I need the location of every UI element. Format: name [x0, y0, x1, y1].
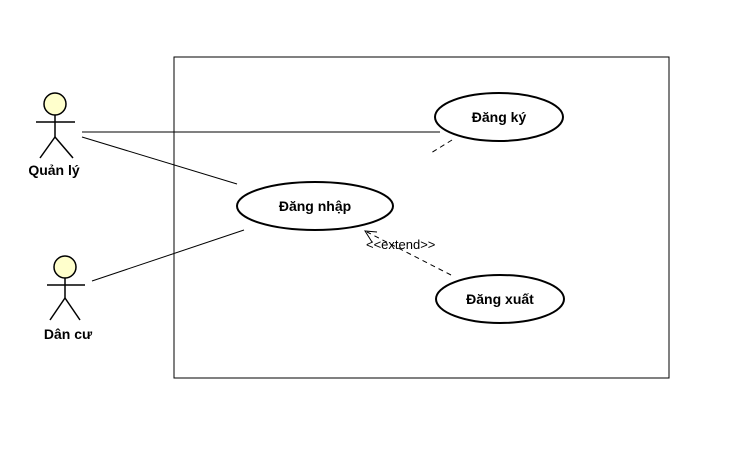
actor-resident[interactable]: Dân cư [44, 255, 93, 342]
use-case-login[interactable] [236, 181, 394, 231]
association-resident-login [91, 229, 245, 282]
dashed-fragment [430, 139, 453, 154]
extend-label: <<extend>> [366, 237, 435, 252]
use-case-register-label: Đăng ký [472, 109, 527, 125]
open-arrowhead-icon [364, 230, 378, 243]
actor-resident-label: Dân cư [44, 326, 93, 342]
use-case-logout-label: Đăng xuất [466, 291, 534, 307]
actor-admin-label: Quản lý [28, 162, 80, 178]
association-admin-login [81, 136, 238, 185]
stick-figure-icon [47, 255, 85, 321]
use-case-login-label: Đăng nhập [279, 198, 351, 214]
extend-relation-line [366, 231, 452, 276]
actor-admin[interactable]: Quản lý [28, 92, 80, 178]
stick-figure-icon [36, 92, 75, 159]
system-boundary [173, 56, 670, 379]
use-case-register[interactable] [434, 92, 564, 142]
use-case-logout[interactable] [435, 274, 565, 324]
